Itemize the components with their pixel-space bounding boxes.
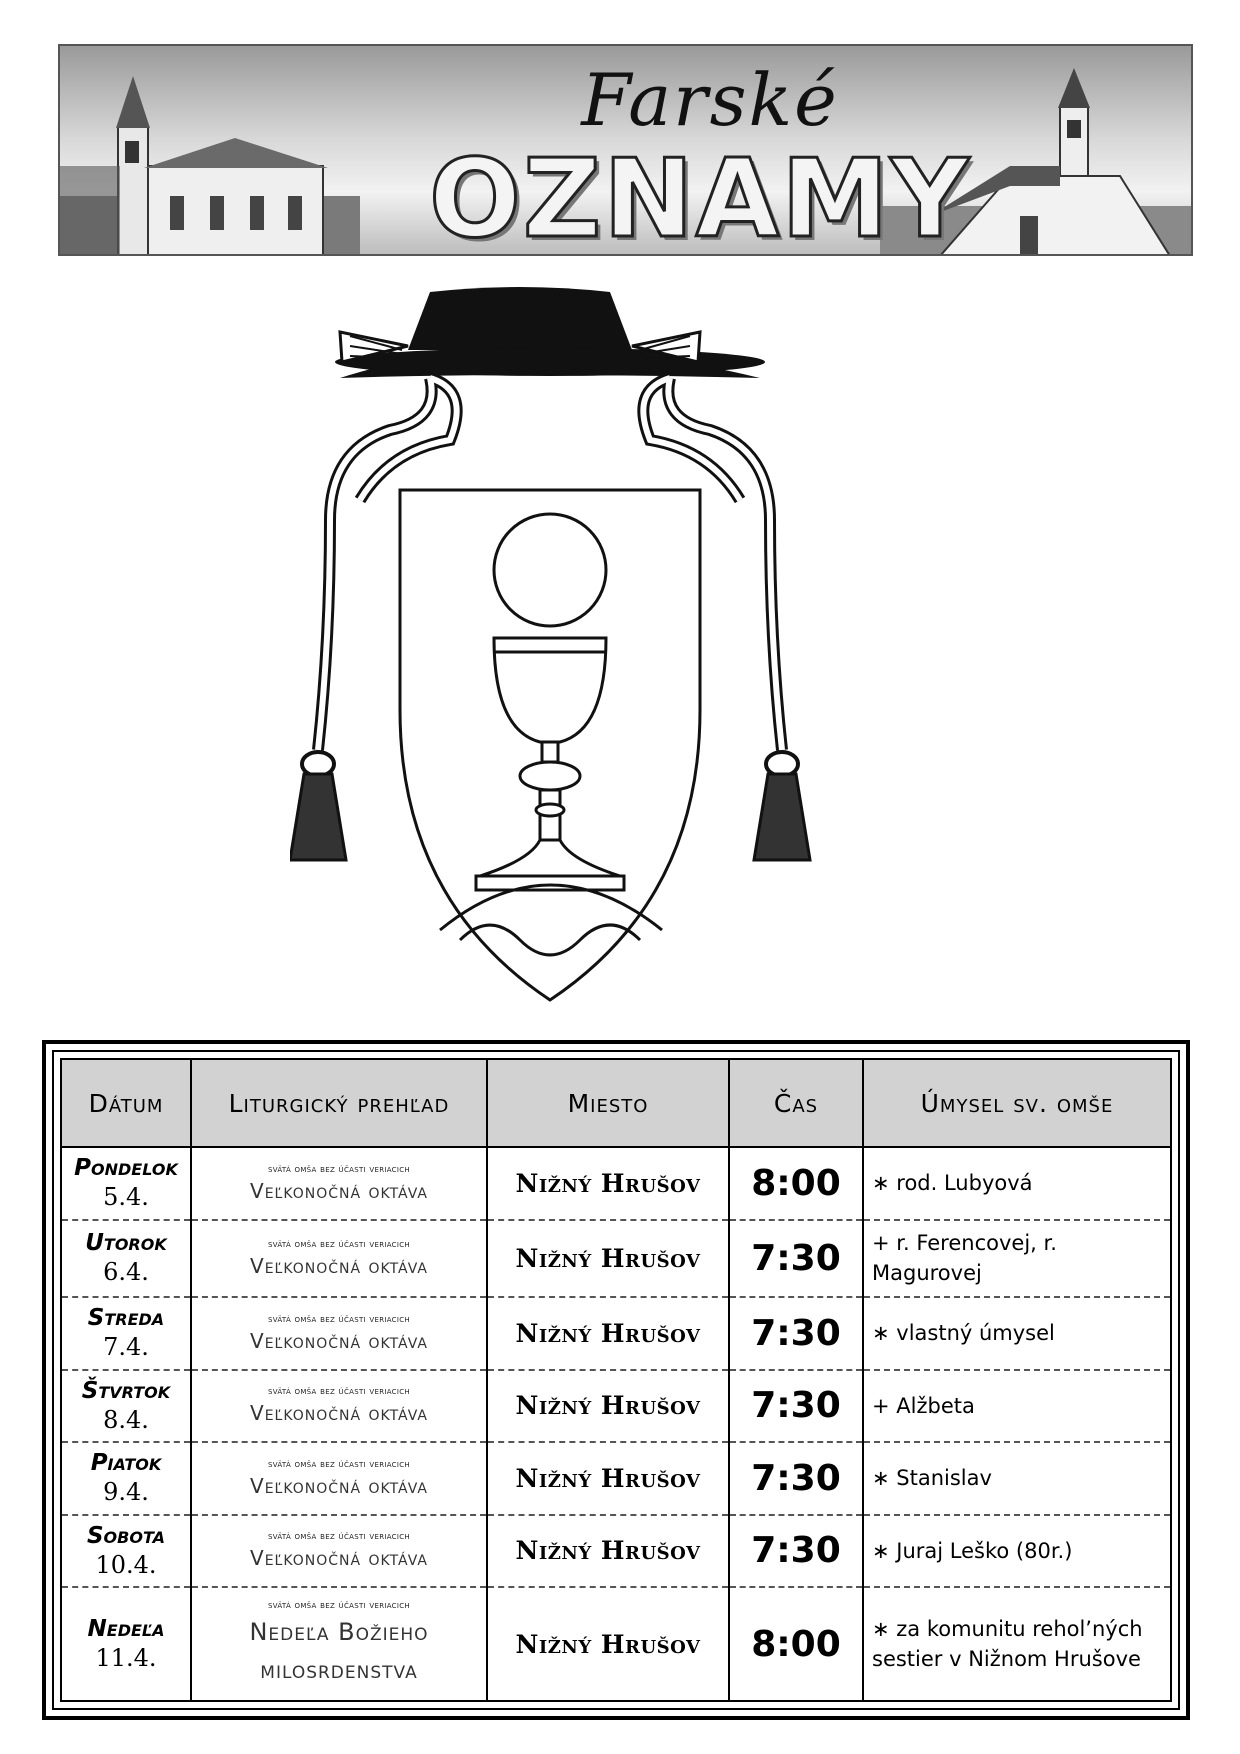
- place: Nižný Hrušov: [486, 1587, 730, 1702]
- day-date: 6.4.: [103, 1258, 149, 1287]
- header-umysel: Úmysel sv. omše: [862, 1058, 1172, 1148]
- schedule-frame: Dátum Liturgický prehľad Miesto Čas Úmys…: [42, 1040, 1190, 1720]
- time: 7:30: [728, 1514, 864, 1589]
- header-datum: Dátum: [60, 1058, 192, 1148]
- place: Nižný Hrušov: [486, 1297, 730, 1371]
- day-date: 9.4.: [103, 1478, 149, 1507]
- intention: ∗ Stanislav: [862, 1442, 1172, 1516]
- banner-title-oznamy: OZNAMY: [428, 137, 971, 256]
- liturgy-name: Veľkonočná oktáva: [250, 1546, 428, 1571]
- right-church-image: [880, 68, 1191, 254]
- day-date: 10.4.: [95, 1550, 157, 1579]
- table-header-row: Dátum Liturgický prehľad Miesto Čas Úmys…: [60, 1058, 1172, 1148]
- liturgy-name: Veľkonočná oktáva: [250, 1328, 428, 1353]
- place: Nižný Hrušov: [486, 1442, 730, 1516]
- banner-title-farske: Farské: [581, 58, 839, 142]
- day-name: Pondelok: [74, 1155, 178, 1182]
- intention: ∗ Juraj Leško (80r.): [862, 1514, 1172, 1589]
- day-date: 5.4.: [103, 1183, 149, 1212]
- header-liturgicky-prehlad: Liturgický prehľad: [190, 1058, 488, 1148]
- day-name: Štvrtok: [81, 1377, 171, 1404]
- time: 7:30: [728, 1297, 864, 1371]
- liturgy-name: Veľkonočná oktáva: [250, 1253, 428, 1278]
- intention: ∗ rod. Lubyová: [862, 1147, 1172, 1221]
- liturgy-name: Veľkonočná oktáva: [250, 1178, 428, 1203]
- tassel-left-icon: [290, 750, 348, 862]
- day-date: 7.4.: [103, 1333, 149, 1362]
- time: 8:00: [728, 1587, 864, 1702]
- liturgy-note: svätá omša bez účasti veriacich: [268, 1599, 410, 1611]
- day-name: Nedeľa: [87, 1616, 165, 1643]
- place: Nižný Hrušov: [486, 1147, 730, 1221]
- shield-icon: [398, 488, 702, 1002]
- intention: ∗ vlastný úmysel: [862, 1297, 1172, 1371]
- liturgy-name: Veľkonočná oktáva: [250, 1473, 428, 1498]
- left-church-image: [60, 76, 360, 254]
- day-date: 11.4.: [95, 1644, 157, 1673]
- liturgy-note: svätá omša bez účasti veriacich: [268, 1531, 410, 1543]
- day-name: Piatok: [90, 1450, 162, 1477]
- liturgy-name: Veľkonočná oktáva: [250, 1401, 428, 1426]
- coat-of-arms: [290, 287, 812, 1002]
- galero-hat-icon: [335, 287, 765, 378]
- liturgy-note: svätá omša bez účasti veriacich: [268, 1313, 410, 1325]
- header-cas: Čas: [728, 1058, 864, 1148]
- place: Nižný Hrušov: [486, 1514, 730, 1589]
- day-name: Streda: [87, 1305, 165, 1332]
- mass-schedule-table: Dátum Liturgický prehľad Miesto Čas Úmys…: [60, 1058, 1172, 1702]
- place: Nižný Hrušov: [486, 1219, 730, 1299]
- liturgy-note: svätá omša bez účasti veriacich: [268, 1238, 410, 1250]
- header-banner: Farské OZNAMY: [58, 44, 1193, 256]
- time: 7:30: [728, 1442, 864, 1516]
- day-name: Utorok: [85, 1230, 167, 1257]
- intention: + Alžbeta: [862, 1369, 1172, 1444]
- liturgy-name: Nedeľa Božieho milosrdenstva: [249, 1617, 429, 1684]
- intention: + r. Ferencovej, r. Magurovej: [862, 1219, 1172, 1299]
- place: Nižný Hrušov: [486, 1369, 730, 1444]
- church-illustrations: [60, 68, 1191, 254]
- time: 7:30: [728, 1219, 864, 1299]
- liturgy-note: svätá omša bez účasti veriacich: [268, 1386, 410, 1398]
- header-miesto: Miesto: [486, 1058, 730, 1148]
- time: 7:30: [728, 1369, 864, 1444]
- time: 8:00: [728, 1147, 864, 1221]
- intention: ∗ za komunitu reholʼných sestier v Nižno…: [862, 1587, 1172, 1702]
- day-date: 8.4.: [103, 1405, 149, 1434]
- liturgy-note: svätá omša bez účasti veriacich: [268, 1163, 410, 1175]
- tassel-right-icon: [752, 750, 812, 862]
- liturgy-note: svätá omša bez účasti veriacich: [268, 1458, 410, 1470]
- day-name: Sobota: [86, 1522, 166, 1549]
